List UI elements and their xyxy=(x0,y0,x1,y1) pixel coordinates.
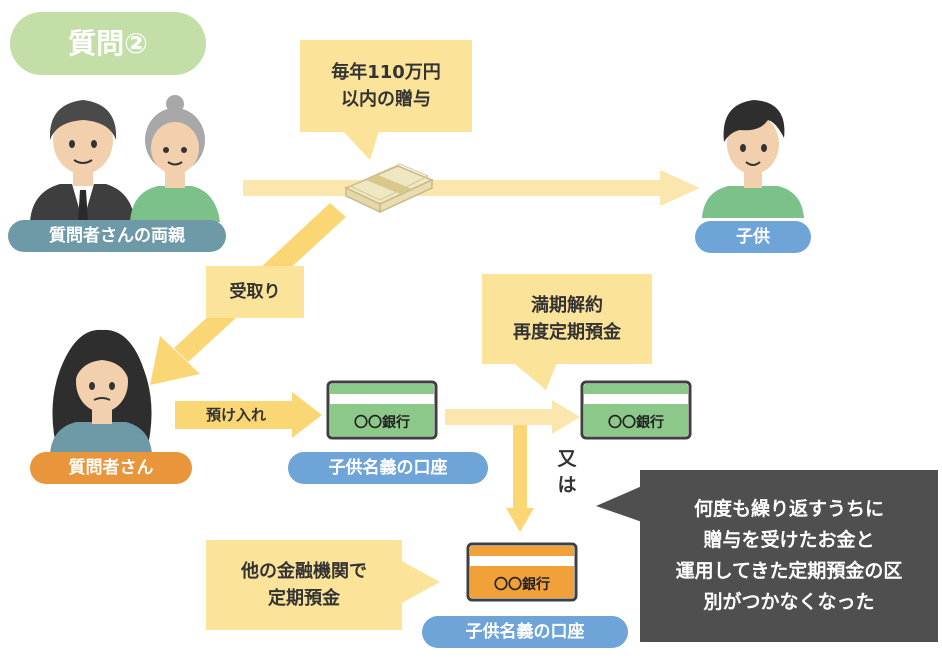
speech-bubble-line-3: 運用してきた定期預金の区 xyxy=(675,560,903,582)
deposit-arrow xyxy=(175,392,322,438)
receive-label: 受取り xyxy=(206,266,304,318)
gift-note-line-2: 以内の贈与 xyxy=(341,89,431,110)
questioner-illustration xyxy=(50,329,152,454)
questioner-label-text: 質問者さん xyxy=(68,458,154,478)
child-label: 子供 xyxy=(695,221,811,253)
parents-illustration xyxy=(30,95,220,222)
bank-card-text: 〇〇銀行 xyxy=(494,577,550,593)
bank-card-icon xyxy=(326,380,438,440)
account-label-2: 子供名義の口座 xyxy=(422,616,628,648)
other-bank-note-line-2: 定期預金 xyxy=(268,588,340,609)
money-bundle-icon xyxy=(344,163,434,214)
bank-card-text: 〇〇銀行 xyxy=(608,415,664,431)
other-bank-note-tail xyxy=(400,560,440,604)
gift-arrow xyxy=(243,170,700,206)
bank-card-icon xyxy=(580,380,692,440)
parents-label-text: 質問者さんの両親 xyxy=(49,226,185,246)
speech-bubble-line-2: 贈与を受けたお金と xyxy=(703,529,875,551)
branch-arrow xyxy=(506,425,534,532)
speech-bubble-line-4: 別がつかなくなった xyxy=(703,591,875,613)
speech-bubble-line-1: 何度も繰り返すうちに xyxy=(693,498,884,520)
deposit-label: 預け入れ xyxy=(180,402,292,428)
parents-label: 質問者さんの両親 xyxy=(8,220,226,252)
child-illustration xyxy=(702,100,804,218)
bank-card-text: 〇〇銀行 xyxy=(354,415,410,431)
bank-card-icon xyxy=(466,542,578,602)
renewal-note: 満期解約 再度定期預金 xyxy=(482,274,652,364)
or-label: 又 は xyxy=(552,446,582,498)
child-label-text: 子供 xyxy=(736,227,770,247)
questioner-label: 質問者さん xyxy=(30,452,192,484)
renewal-note-tail xyxy=(510,360,558,390)
bank-card-account-2: 〇〇銀行 xyxy=(466,542,578,602)
gift-note: 毎年110万円 以内の贈与 xyxy=(300,40,472,132)
title-badge-text: 質問② xyxy=(68,27,148,60)
bank-card-account-1: 〇〇銀行 xyxy=(326,380,438,440)
speech-bubble: 何度も繰り返すうちに 贈与を受けたお金と 運用してきた定期預金の区 別がつかなく… xyxy=(640,470,938,642)
deposit-label-text: 預け入れ xyxy=(205,406,266,424)
grandmother-icon xyxy=(130,95,220,222)
receive-label-text: 受取り xyxy=(229,281,281,302)
account-label-2-text: 子供名義の口座 xyxy=(465,622,585,642)
bank-card-renewed: 〇〇銀行 xyxy=(580,380,692,440)
renewal-note-line-2: 再度定期預金 xyxy=(513,322,621,343)
or-label-line-2: は xyxy=(557,474,577,496)
gift-note-line-1: 毎年110万円 xyxy=(331,62,441,83)
account-label-1: 子供名義の口座 xyxy=(288,452,488,484)
account-label-1-text: 子供名義の口座 xyxy=(328,458,448,478)
other-bank-note: 他の金融機関で 定期預金 xyxy=(206,540,402,630)
gift-note-tail xyxy=(340,128,380,160)
speech-bubble-tail xyxy=(596,486,642,522)
title-badge: 質問② xyxy=(10,12,206,75)
or-label-line-1: 又 xyxy=(557,448,577,470)
other-bank-note-line-1: 他の金融機関で xyxy=(241,561,367,582)
renewal-note-line-1: 満期解約 xyxy=(531,295,603,316)
renewal-arrow xyxy=(445,400,580,434)
grandfather-icon xyxy=(30,100,135,222)
